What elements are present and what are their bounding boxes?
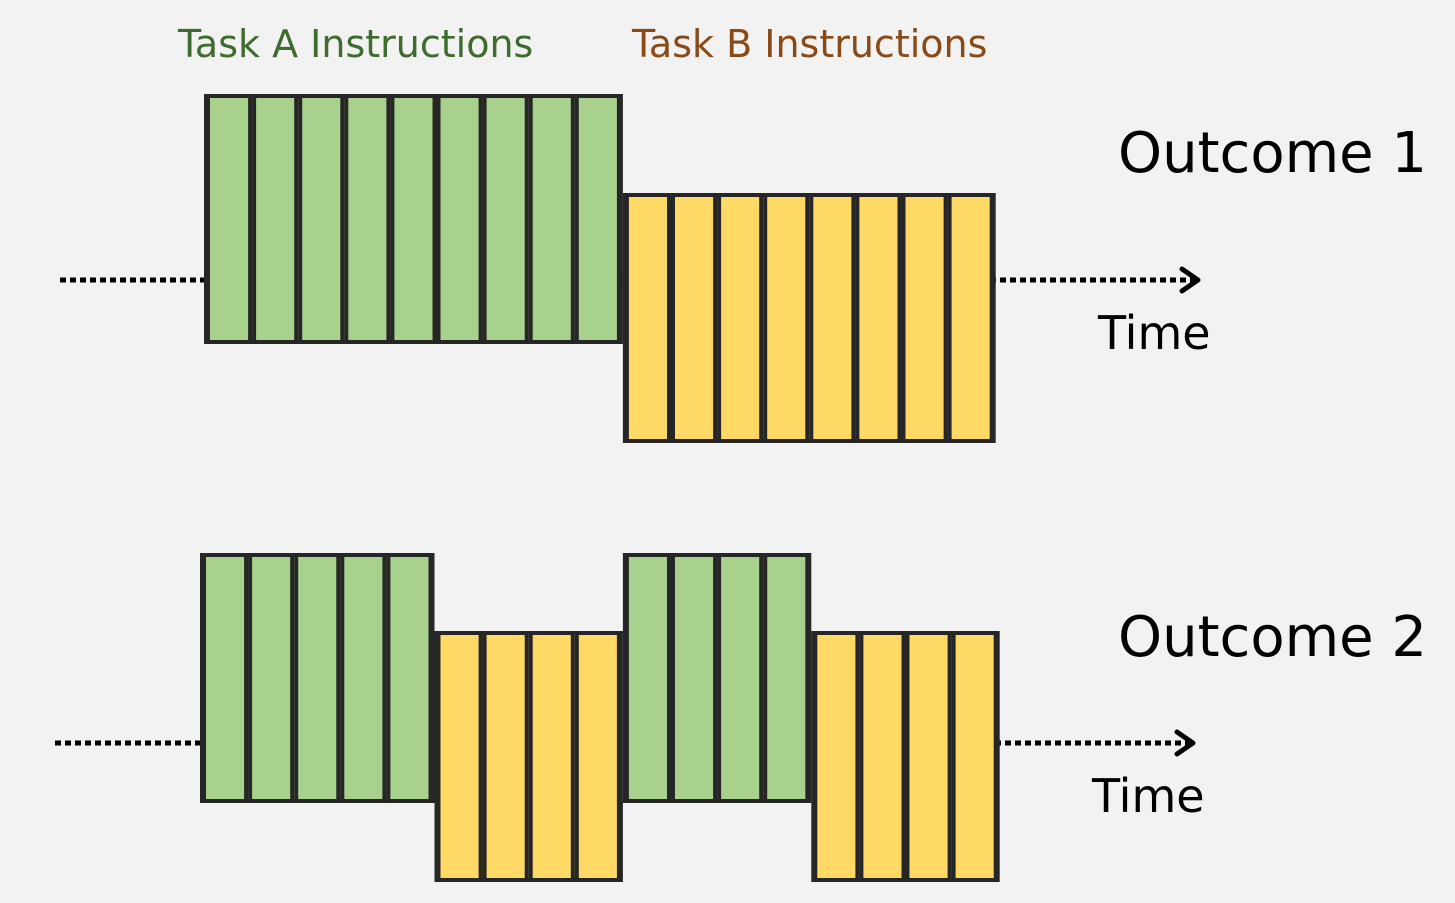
instruction-block-task-b: [436, 631, 483, 882]
segment-task-a: [204, 94, 623, 344]
instruction-block-task-a: [340, 553, 387, 803]
instruction-block-task-b: [671, 193, 718, 443]
instruction-block-task-a: [248, 553, 295, 803]
instruction-block-task-a: [482, 94, 529, 344]
segment-task-b: [622, 193, 996, 443]
instruction-block-task-a: [574, 94, 621, 344]
outcome-2-time-label: Time: [1092, 769, 1205, 823]
instruction-block-task-b: [951, 631, 998, 882]
outcome-1-title: Outcome 1: [1118, 121, 1428, 186]
instruction-block-task-a: [294, 553, 341, 803]
segment-task-b: [811, 631, 1000, 882]
instruction-block-task-a: [763, 553, 810, 803]
instruction-block-task-b: [905, 631, 952, 882]
instruction-block-task-a: [671, 553, 718, 803]
instruction-block-task-a: [717, 553, 764, 803]
instruction-block-task-b: [763, 193, 810, 443]
segment-task-a: [622, 553, 812, 803]
instruction-block-task-b: [859, 631, 906, 882]
instruction-block-task-a: [528, 94, 575, 344]
instruction-block-task-a: [298, 94, 345, 344]
instruction-block-task-b: [528, 631, 575, 882]
legend-task-b-label: Task B Instructions: [632, 22, 988, 66]
instruction-block-task-a: [624, 553, 672, 803]
instruction-block-task-a: [202, 553, 249, 803]
outcome-2-title: Outcome 2: [1118, 605, 1428, 670]
instruction-block-task-b: [624, 193, 672, 443]
timeline-outcome-2: [55, 553, 1196, 882]
time-axis-arrow-icon: [1174, 729, 1196, 757]
instruction-block-task-a: [436, 94, 483, 344]
instruction-block-task-b: [574, 631, 621, 882]
segment-task-a: [200, 553, 435, 803]
instruction-block-task-b: [947, 193, 994, 443]
instruction-block-task-b: [809, 193, 856, 443]
instruction-block-task-b: [482, 631, 529, 882]
instruction-block-task-a: [386, 553, 433, 803]
instruction-block-task-b: [901, 193, 948, 443]
instruction-block-task-a: [206, 94, 253, 344]
instruction-block-task-b: [717, 193, 764, 443]
time-axis-arrow-icon: [1179, 266, 1201, 294]
outcome-1-time-label: Time: [1098, 306, 1211, 360]
instruction-block-task-a: [252, 94, 299, 344]
legend-task-a-label: Task A Instructions: [178, 22, 534, 66]
segment-task-b: [434, 631, 623, 882]
instruction-block-task-b: [813, 631, 860, 882]
instruction-block-task-b: [855, 193, 902, 443]
timeline-outcome-1: [60, 94, 1201, 443]
instruction-block-task-a: [390, 94, 437, 344]
instruction-block-task-a: [344, 94, 391, 344]
